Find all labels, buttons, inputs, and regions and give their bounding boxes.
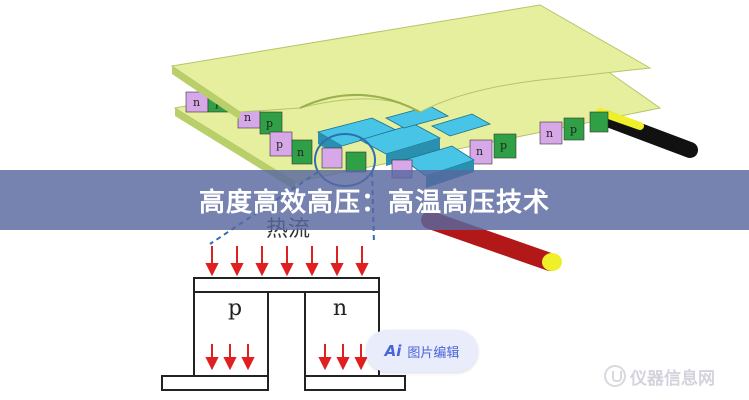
n-leg-label: n <box>333 296 348 321</box>
leg-letter: n <box>476 145 483 158</box>
title-banner: 高度高效高压：高温高压技术 <box>0 170 749 230</box>
thermoelectric-legs-right: n p n p <box>469 111 609 165</box>
top-plate-edge <box>172 66 240 120</box>
leg-letter: p <box>266 117 273 130</box>
heat-arrows-top <box>205 246 369 277</box>
cutout-edge <box>299 94 421 113</box>
bottom-plate-edge <box>175 108 295 190</box>
red-cable-tip <box>542 253 562 271</box>
leg-letter: p <box>276 138 283 151</box>
leg-letter: n <box>244 111 251 124</box>
ai-icon: Ai <box>384 342 402 360</box>
black-cable <box>597 110 698 158</box>
ai-image-edit-label: 图片编辑 <box>407 345 460 361</box>
watermark-logo-icon <box>604 365 626 387</box>
leg-letter: n <box>297 146 304 159</box>
banner-title: 高度高效高压：高温高压技术 <box>198 187 550 218</box>
leg-letter: p <box>570 123 577 136</box>
p-leg-label: p <box>228 296 243 321</box>
ai-image-edit-button[interactable]: Ai 图片编辑 <box>366 330 478 372</box>
top-ceramic-plate <box>170 4 652 113</box>
leg-letter: n <box>193 96 200 109</box>
watermark-text: 仪器信息网 <box>630 368 715 389</box>
pn-schematic <box>161 246 406 391</box>
leg-letter: n <box>546 127 553 140</box>
leg-letter: p <box>500 139 507 152</box>
site-watermark: 仪器信息网 <box>604 362 715 390</box>
